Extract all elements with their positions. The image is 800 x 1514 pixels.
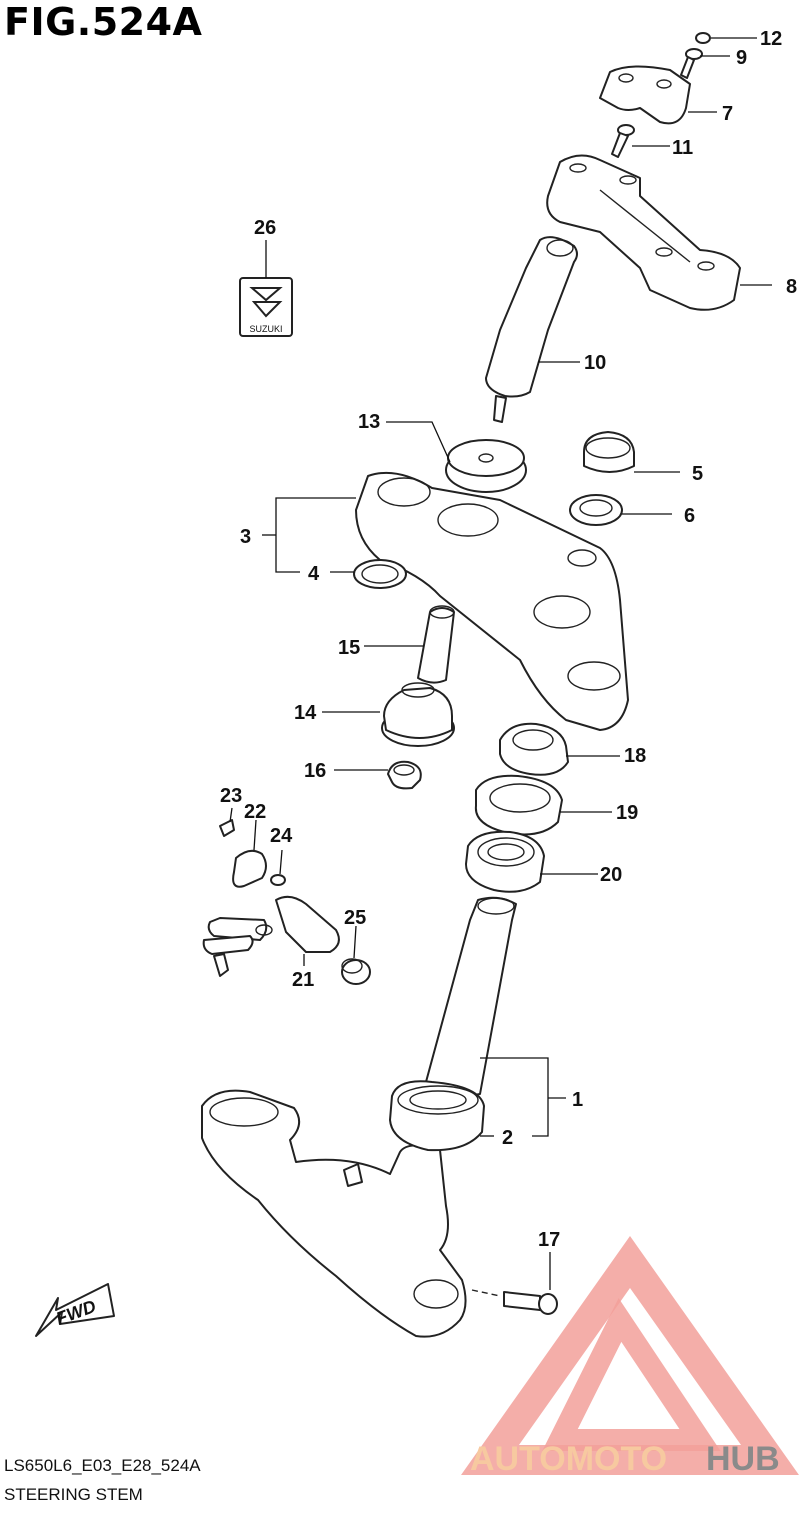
part-16-grommet xyxy=(334,760,422,790)
callout-9: 9 xyxy=(736,47,747,69)
part-5-cap-nut xyxy=(583,431,680,473)
callout-16: 16 xyxy=(304,760,326,782)
callout-5: 5 xyxy=(692,463,703,485)
part-23-screw xyxy=(219,807,235,837)
figure-title: FIG.524A xyxy=(4,0,203,44)
callout-25: 25 xyxy=(344,907,366,929)
callout-24: 24 xyxy=(270,825,293,847)
part-8-lower-holder xyxy=(546,154,772,311)
fwd-arrow: FWD xyxy=(35,1283,115,1337)
part-9-bolt xyxy=(680,48,730,79)
part-7-upper-holder xyxy=(599,65,717,125)
part-19-race xyxy=(474,774,612,836)
callout-15: 15 xyxy=(338,637,360,659)
part-10-tube xyxy=(485,236,580,423)
callout-7: 7 xyxy=(722,103,733,125)
part-25-cap xyxy=(341,925,371,985)
callout-3: 3 xyxy=(240,526,251,548)
watermark: AUTOMOTO HUB xyxy=(461,1236,799,1478)
part-1-steering-stem xyxy=(201,896,566,1338)
callout-14: 14 xyxy=(294,702,317,724)
callout-21: 21 xyxy=(292,969,314,991)
watermark-text-b: HUB xyxy=(706,1440,780,1478)
callout-22: 22 xyxy=(244,801,266,823)
part-18-nut xyxy=(499,722,620,776)
part-6-washer xyxy=(569,494,672,526)
figure-code: LS650L6_E03_E28_524A xyxy=(4,1456,201,1475)
callout-20: 20 xyxy=(600,864,622,886)
part-2-seal xyxy=(389,1080,494,1152)
callout-19: 19 xyxy=(616,802,638,824)
fwd-label: FWD xyxy=(53,1296,98,1329)
part-17-bolt xyxy=(471,1252,558,1315)
part-4-oring xyxy=(330,559,407,589)
callout-8: 8 xyxy=(786,276,797,298)
callout-1: 1 xyxy=(572,1089,583,1111)
callout-10: 10 xyxy=(584,352,606,374)
part-20-bearing xyxy=(465,830,598,893)
part-26-emblem: SUZUKI xyxy=(239,240,293,337)
callout-11: 11 xyxy=(672,137,693,159)
figure-name: STEERING STEM xyxy=(4,1485,143,1504)
callout-labels: 1 2 3 4 5 6 7 8 9 10 11 12 13 14 15 16 1… xyxy=(220,28,797,1251)
part-24-washer xyxy=(270,849,286,886)
callout-13: 13 xyxy=(358,411,380,433)
part-12-cap xyxy=(695,32,757,44)
part-22-cover xyxy=(232,819,267,888)
callout-23: 23 xyxy=(220,785,242,807)
part-14-bushing xyxy=(322,682,455,747)
callout-4: 4 xyxy=(308,563,320,585)
callout-17: 17 xyxy=(538,1229,560,1251)
part-11-bolt xyxy=(611,124,670,158)
part-15-pipe xyxy=(364,605,455,684)
callout-6: 6 xyxy=(684,505,695,527)
emblem-text: SUZUKI xyxy=(249,324,282,334)
part-21-steering-lock xyxy=(202,895,340,977)
part-13-damper xyxy=(386,421,527,493)
watermark-inner xyxy=(542,1298,721,1451)
callout-18: 18 xyxy=(624,745,646,767)
watermark-triangle xyxy=(461,1236,799,1475)
callout-12: 12 xyxy=(760,28,782,50)
watermark-text-a: AUTOMOTO xyxy=(470,1440,667,1478)
callout-26: 26 xyxy=(254,217,276,239)
callout-2: 2 xyxy=(502,1127,513,1149)
